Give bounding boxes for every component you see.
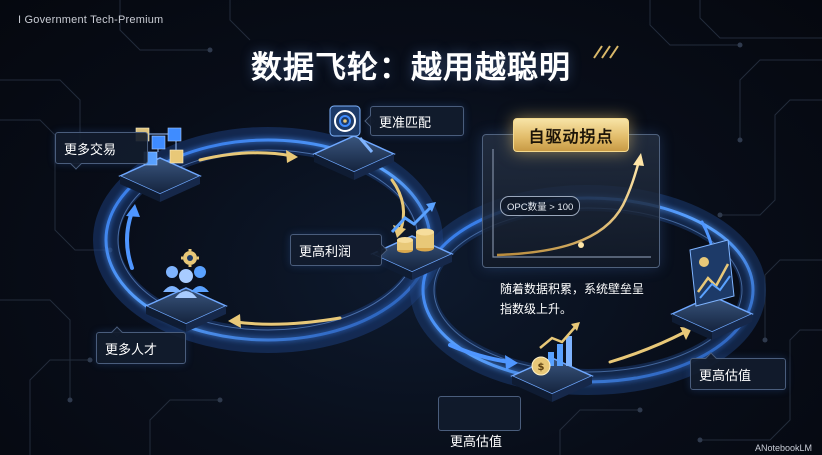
valuation-chart-icon bbox=[689, 239, 735, 307]
chart-axes bbox=[492, 149, 651, 258]
inflection-badge: 自驱动拐点 bbox=[513, 118, 629, 152]
label-higher-valuation-right-text: 更高估值 bbox=[699, 368, 752, 384]
arrow-head-top-left bbox=[286, 150, 298, 163]
label-more-talent: 更多人才 bbox=[96, 332, 186, 364]
arrow-top-left bbox=[198, 151, 294, 162]
label-higher-valuation-bottom: 更高估值 bbox=[450, 435, 503, 450]
arrow-left-up bbox=[125, 210, 134, 270]
node-better-match bbox=[312, 105, 396, 180]
arrow-head-bottom-left bbox=[228, 314, 241, 328]
node-more-talent bbox=[144, 249, 228, 332]
inflection-description: 随着数据积累，系统壁垒呈指数级上升。 bbox=[500, 282, 645, 316]
empty-label-box bbox=[438, 396, 521, 431]
arrow-bottom-left bbox=[234, 316, 342, 326]
people-gear-icon bbox=[163, 249, 209, 298]
inflection-marker bbox=[578, 242, 584, 248]
node-higher-valuation-right bbox=[670, 239, 754, 340]
arrow-right-down bbox=[390, 178, 406, 234]
label-better-match: 更准匹配 bbox=[370, 106, 464, 136]
arrow-head-lower-right bbox=[505, 355, 518, 370]
arrow-lower-right bbox=[448, 343, 512, 364]
growth-curve bbox=[496, 160, 641, 257]
arrow-bottom-right bbox=[608, 330, 687, 364]
label-more-profit-text: 更高利润 bbox=[299, 244, 352, 260]
page-title: 数据飞轮：越用越聪明 bbox=[251, 50, 571, 86]
label-better-match-text: 更准匹配 bbox=[379, 115, 432, 131]
label-more-trades-text: 更多交易 bbox=[64, 142, 117, 158]
threshold-label: OPC数量 > 100 bbox=[500, 196, 581, 216]
watermark: ANotebookLM bbox=[754, 443, 812, 453]
svg-text:$: $ bbox=[538, 362, 545, 373]
label-more-profit: 更高利润 bbox=[290, 234, 382, 266]
arrow-head-bottom-right bbox=[680, 327, 692, 340]
brand-label: I Government Tech-Premium bbox=[18, 14, 164, 26]
target-icon bbox=[329, 105, 374, 153]
label-higher-valuation-right: 更高估值 bbox=[690, 358, 786, 390]
coins-icon bbox=[390, 202, 436, 253]
node-more-profit bbox=[370, 202, 454, 280]
title-decoration bbox=[593, 45, 619, 59]
growth-coin-icon: $ bbox=[531, 322, 580, 376]
label-more-talent-text: 更多人才 bbox=[105, 342, 158, 358]
node-higher-valuation-bottom: $ bbox=[510, 322, 594, 402]
exponential-curve bbox=[492, 149, 651, 258]
curve-arrow-head bbox=[633, 153, 644, 166]
arrow-head-left-up bbox=[126, 204, 140, 217]
label-more-trades: 更多交易 bbox=[55, 132, 148, 164]
